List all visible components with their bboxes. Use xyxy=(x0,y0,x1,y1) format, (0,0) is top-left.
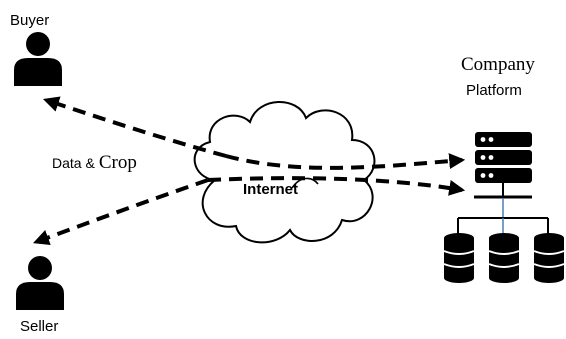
crop-label: Crop xyxy=(98,152,137,173)
company-label: Company xyxy=(461,54,535,75)
arrow-to-buyer xyxy=(42,96,227,158)
server-rack-icon xyxy=(474,132,532,199)
seller-person-icon xyxy=(16,256,64,310)
seller-label: Seller xyxy=(20,318,59,335)
buyer-label: Buyer xyxy=(10,12,50,29)
database-network-lines xyxy=(457,198,549,234)
database-icon xyxy=(488,233,520,283)
database-icon xyxy=(533,233,565,283)
data-label: Data & xyxy=(52,155,95,171)
platform-label: Platform xyxy=(466,82,522,99)
buyer-person-icon xyxy=(14,32,62,86)
arrow-to-platform-lower xyxy=(207,176,466,196)
arrow-to-seller xyxy=(32,178,209,246)
arrow-to-platform-upper xyxy=(225,153,466,170)
internet-cloud-icon xyxy=(193,101,376,244)
database-icon xyxy=(443,233,475,283)
data-flow-arrows xyxy=(32,96,466,246)
data-crop-label: Data & Crop xyxy=(52,152,137,174)
internet-label: Internet xyxy=(243,181,299,198)
